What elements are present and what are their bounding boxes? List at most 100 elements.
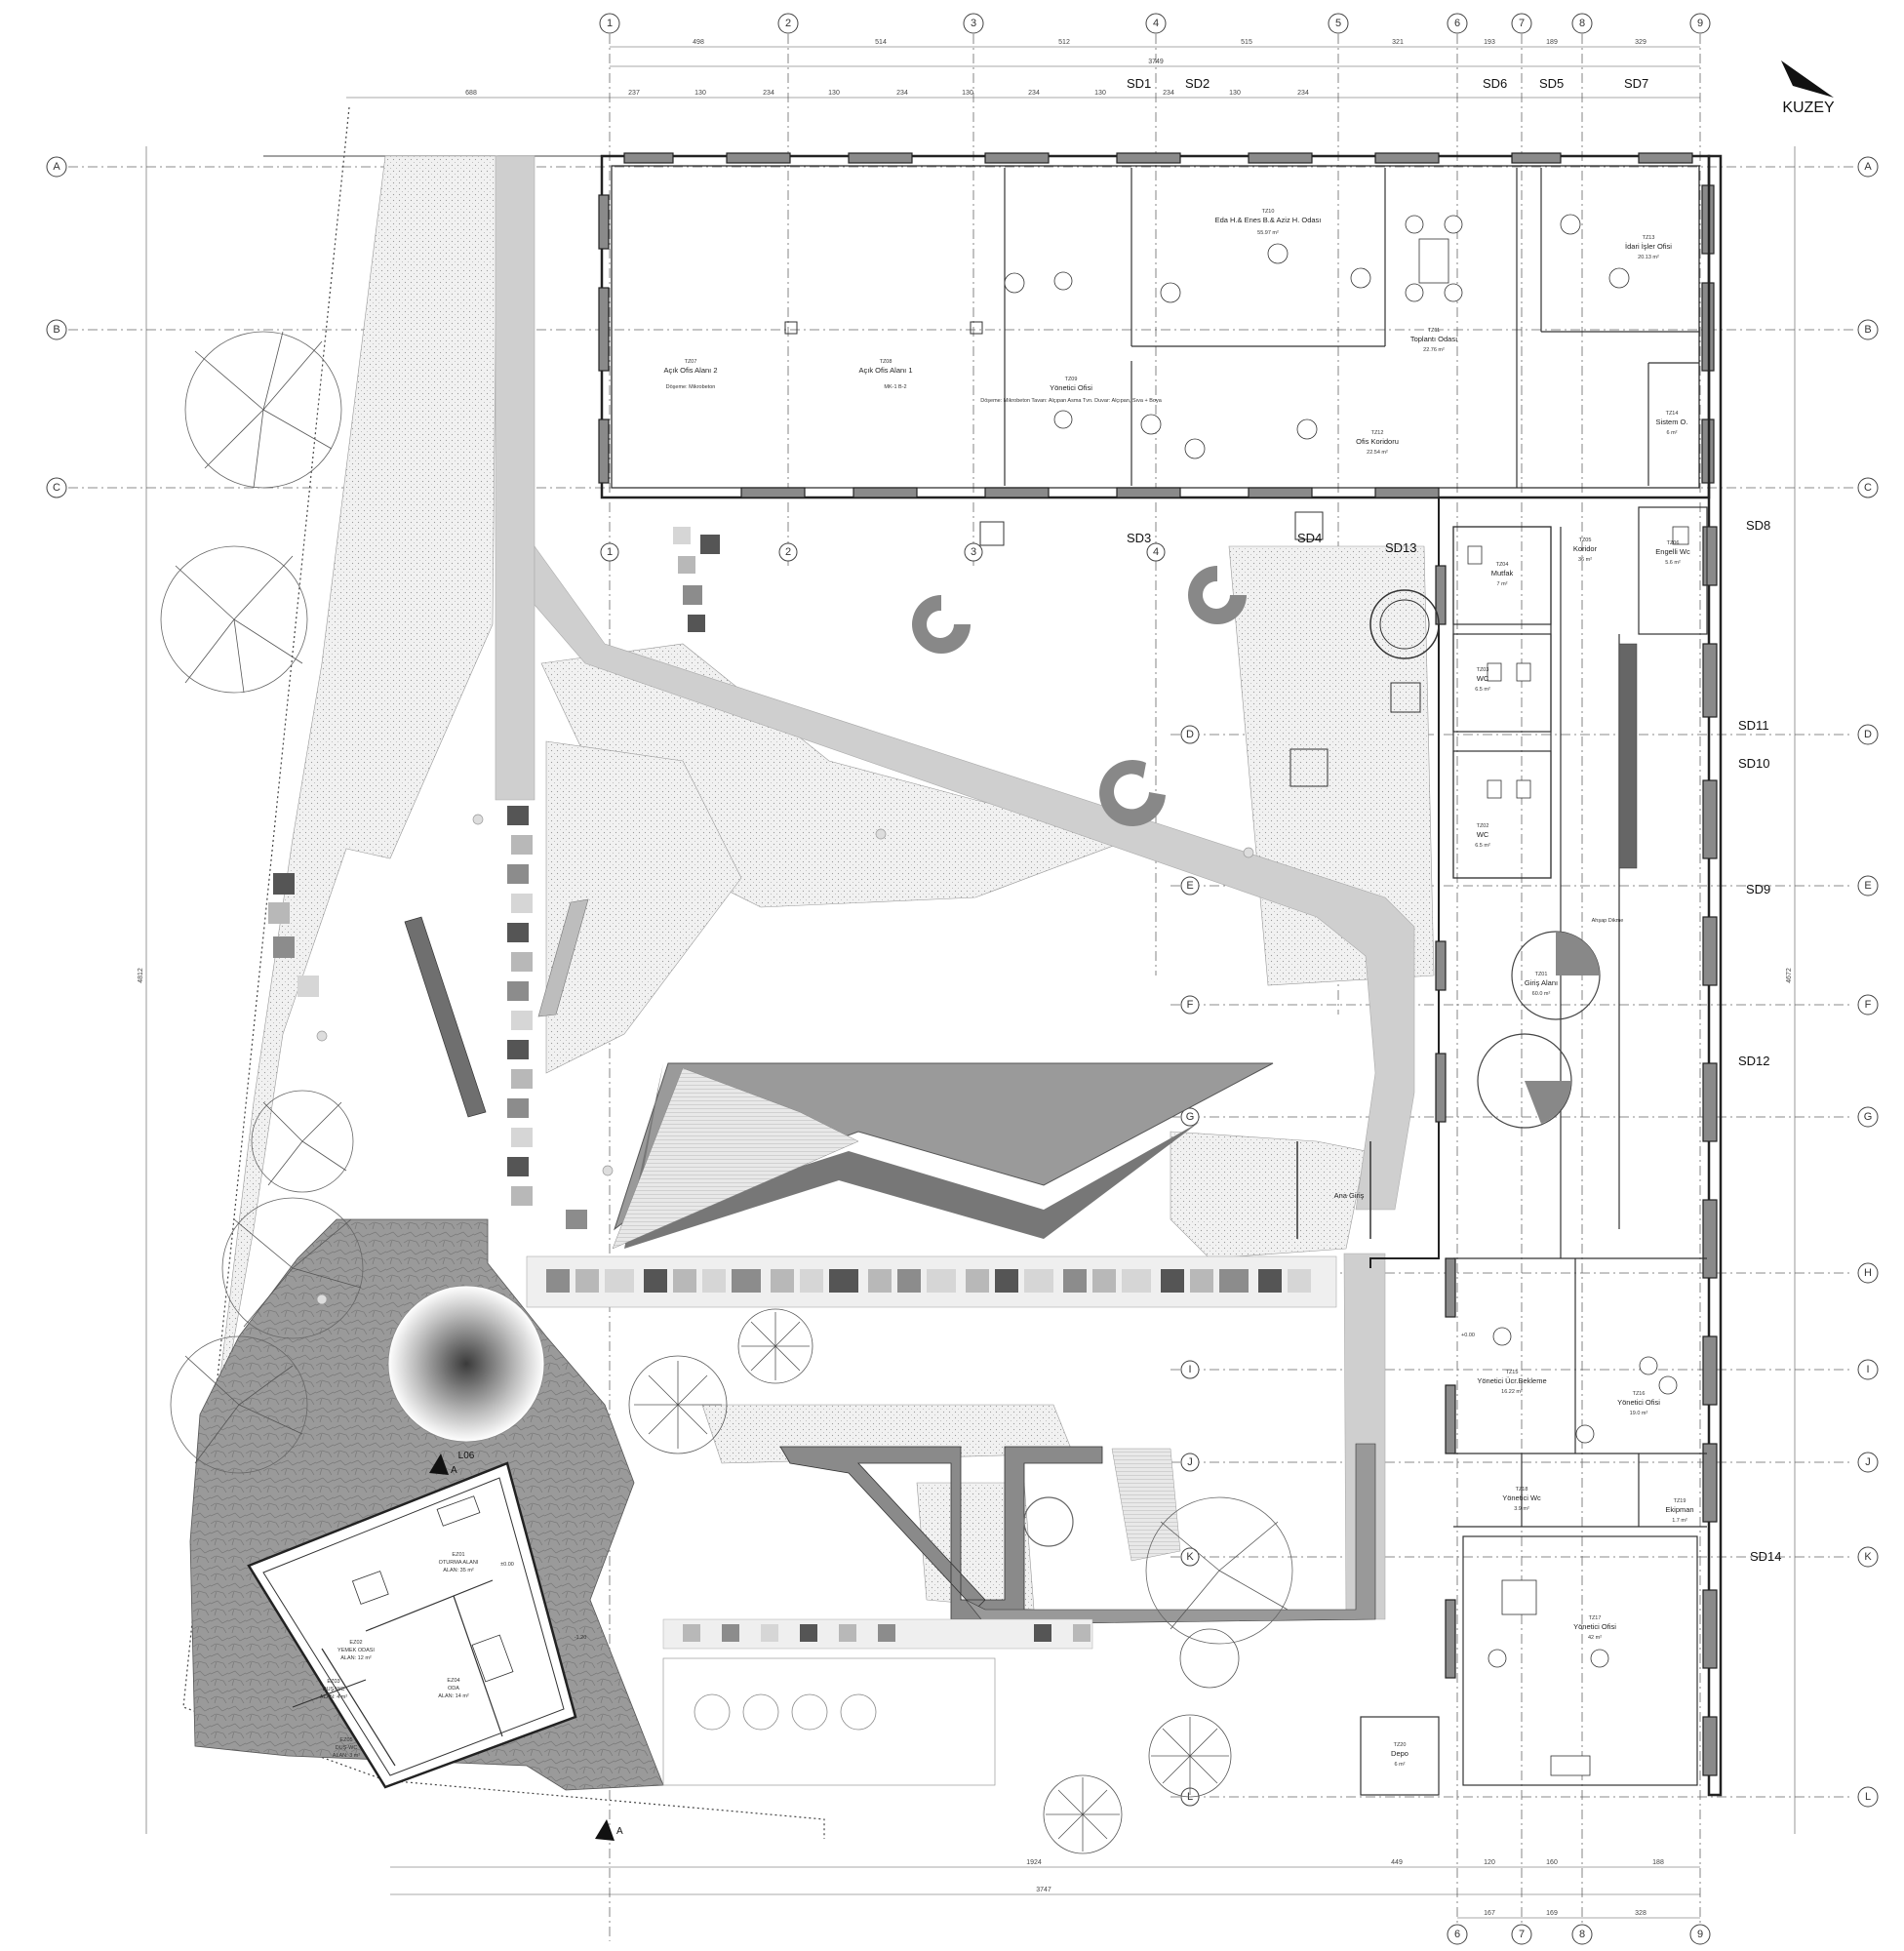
grid-bubble-D-right: D	[1857, 724, 1879, 745]
svg-text:TZ19: TZ19	[1674, 1498, 1686, 1504]
annex-room-EZ03: EZ03 DUŞ-WC ALAN: 4 m²	[320, 1679, 348, 1700]
svg-text:4: 4	[1153, 18, 1159, 29]
dim-row2-7: 234	[1028, 90, 1040, 97]
dim-row2-11: 234	[1297, 90, 1309, 97]
plant-label: Ahşap Dikme	[1592, 918, 1624, 924]
grid-row-bubbles-inner: D E F G H I J K L	[1180, 725, 1200, 1807]
dim-top-1: 498	[693, 39, 704, 46]
svg-text:EZ02: EZ02	[349, 1640, 362, 1646]
fountain	[387, 1285, 545, 1443]
grid-bubble-5: 5	[1328, 13, 1349, 34]
paving-strip-h	[526, 1255, 1337, 1308]
svg-text:EZ05: EZ05	[339, 1737, 352, 1743]
walkway-vertical	[495, 155, 1415, 1620]
svg-text:ALAN: 12 m²: ALAN: 12 m²	[340, 1655, 372, 1661]
svg-text:42 m²: 42 m²	[1588, 1635, 1602, 1641]
dim-top-7: 189	[1546, 39, 1558, 46]
dim-left-offset: 688	[465, 90, 477, 97]
svg-text:ALAN: 3 m²: ALAN: 3 m²	[333, 1753, 361, 1759]
svg-text:C: C	[1864, 482, 1872, 494]
svg-text:Açık Ofis Alanı 1: Açık Ofis Alanı 1	[858, 366, 912, 375]
svg-text:5: 5	[1335, 18, 1341, 29]
grid-bubble-E-right: E	[1857, 875, 1879, 896]
grid-bubble-2-inner: 2	[778, 542, 798, 562]
section-markers: SD1 SD2 SD3 SD4 SD5 SD6 SD7 SD8 SD9 SD10…	[1127, 76, 1782, 1564]
svg-text:K: K	[1186, 1551, 1194, 1563]
svg-text:E: E	[1864, 880, 1871, 892]
grid-row-bubbles-left: A B C	[46, 156, 67, 498]
section-arrow-icon	[429, 1453, 449, 1475]
room-TZ15: TZ15 Yönetici Ücr.Bekleme 16.22 m²	[1477, 1370, 1546, 1395]
dim-top-overall: 3749	[1148, 59, 1164, 65]
svg-text:Depo: Depo	[1391, 1749, 1408, 1758]
svg-text:2: 2	[785, 18, 791, 29]
stepping-tiles	[268, 527, 720, 1229]
section-SD12: SD12	[1738, 1054, 1770, 1068]
grid-bubble-9-bottom: 9	[1689, 1924, 1711, 1945]
svg-text:8: 8	[1579, 18, 1585, 29]
svg-text:1.7 m²: 1.7 m²	[1672, 1518, 1687, 1524]
room-TZ12: TZ12 Ofis Koridoru 22.54 m²	[1356, 430, 1399, 456]
annex-room-EZ01: EZ01 OTURMA ALANI ALAN: 35 m²	[439, 1552, 479, 1573]
grid-bubble-I-inner: I	[1180, 1360, 1200, 1379]
grid-bubble-B-left: B	[46, 319, 67, 340]
dimension-chains-top: 498 514 512 515 321 193 189 329 3749 688…	[346, 39, 1700, 99]
level-markers: ±0.00 -1.20 +0.00	[500, 1333, 1475, 1641]
grid-bubble-F-right: F	[1857, 994, 1879, 1015]
svg-text:16.22 m²: 16.22 m²	[1501, 1389, 1523, 1395]
dim-row2-10: 130	[1229, 90, 1241, 97]
grid-bubble-6-bottom: 6	[1447, 1924, 1468, 1945]
room-TZ03: TZ03 WC 6.5 m²	[1475, 667, 1490, 693]
grid-bubble-1-inner: 1	[600, 542, 619, 562]
svg-text:Eda H.& Enes B.& Aziz H. Odası: Eda H.& Enes B.& Aziz H. Odası	[1215, 216, 1322, 224]
tree-courtyard	[628, 1308, 1293, 1854]
svg-text:TZ09: TZ09	[1065, 377, 1078, 382]
room-labels-east: TZ04 Mutfak 7 m² TZ03 WC 6.5 m² TZ02 WC …	[1334, 538, 1694, 1768]
central-planter	[612, 1062, 1274, 1250]
svg-text:Toplantı Odası: Toplantı Odası	[1410, 335, 1457, 343]
room-TZ04: TZ04 Mutfak 7 m²	[1491, 562, 1514, 587]
landscape-lamps	[316, 814, 1254, 1305]
annex-room-EZ05: EZ05 DUŞ-WC ALAN: 3 m²	[333, 1737, 361, 1759]
svg-text:J: J	[1865, 1456, 1871, 1468]
svg-text:5.6 m²: 5.6 m²	[1665, 560, 1681, 566]
svg-text:Ofis Koridoru: Ofis Koridoru	[1356, 437, 1399, 446]
section-SD13: SD13	[1385, 540, 1417, 555]
svg-text:Mutfak: Mutfak	[1491, 569, 1514, 577]
section-SD7: SD7	[1624, 76, 1648, 91]
section-SD2: SD2	[1185, 76, 1210, 91]
section-A-top: A	[451, 1465, 457, 1476]
grid-bubble-1: 1	[599, 13, 620, 34]
grid-column-bubbles-top: 1 2 3 4 5 6 7 8 9	[599, 13, 1711, 34]
grid-bubble-G-right: G	[1857, 1106, 1879, 1128]
dim-right-overall: 4672	[1786, 968, 1793, 983]
dim-top-2: 514	[875, 39, 887, 46]
grid-bubble-6: 6	[1447, 13, 1468, 34]
svg-text:D: D	[1864, 729, 1872, 740]
north-arrow: KUZEY	[1781, 60, 1835, 116]
dim-bottom-r2-3: 328	[1635, 1910, 1646, 1917]
dim-top-4: 515	[1241, 39, 1252, 46]
svg-text:TZ06: TZ06	[1667, 540, 1680, 546]
grid-bubble-D-inner: D	[1180, 725, 1200, 744]
svg-text:D: D	[1186, 729, 1194, 740]
dim-row2-6: 130	[962, 90, 973, 97]
dim-row2-9: 234	[1163, 90, 1174, 97]
dim-row2-8: 130	[1094, 90, 1106, 97]
svg-text:TZ13: TZ13	[1643, 235, 1655, 241]
svg-text:Döşeme: Mikrobeton Tavan: Alç: Döşeme: Mikrobeton Tavan: Alçıpan Asma T…	[980, 398, 1162, 404]
section-SD5: SD5	[1539, 76, 1564, 91]
room-TZ19: TZ19 Ekipman 1.7 m²	[1665, 1498, 1693, 1524]
level-annex: ±0.00	[500, 1562, 514, 1568]
svg-text:ALAN: 4 m²: ALAN: 4 m²	[320, 1694, 348, 1700]
dim-left-overall: 4812	[138, 968, 144, 983]
grid-bubble-4-inner: 4	[1146, 542, 1166, 562]
grid-bubble-7: 7	[1511, 13, 1532, 34]
svg-text:7: 7	[1519, 18, 1525, 29]
planter-lower-zigzag	[779, 1443, 1376, 1625]
svg-text:F: F	[1865, 999, 1872, 1011]
svg-text:4: 4	[1153, 546, 1159, 558]
svg-text:TZ15: TZ15	[1506, 1370, 1519, 1375]
svg-text:TZ04: TZ04	[1496, 562, 1509, 568]
dim-bottom-4: 160	[1546, 1859, 1558, 1866]
